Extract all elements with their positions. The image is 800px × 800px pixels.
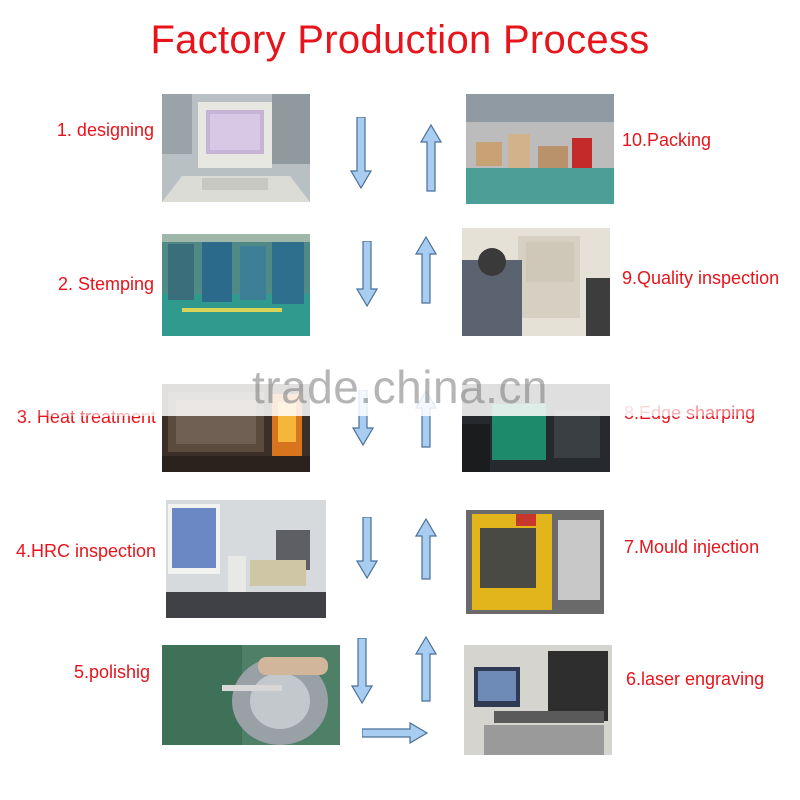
up-arrow-1 xyxy=(415,636,437,702)
page-title: Factory Production Process xyxy=(150,18,650,62)
mould-injection-photo xyxy=(466,510,604,614)
hrc-inspection-photo xyxy=(166,500,326,618)
down-arrow-5 xyxy=(351,638,373,704)
step-label-quality-inspection: 9.Quality inspection xyxy=(622,268,780,288)
step-label-mould-injection: 7.Mould injection xyxy=(624,537,760,557)
step-label-stemping: 2. Stemping xyxy=(57,274,154,294)
laser-engraving-photo xyxy=(464,645,612,755)
up-arrow-4 xyxy=(415,236,437,304)
down-arrow-1 xyxy=(350,117,372,189)
right-arrow xyxy=(362,722,428,744)
step-label-designing: 1. designing xyxy=(56,120,154,140)
up-arrow-5 xyxy=(420,124,442,192)
designing-photo xyxy=(162,94,310,202)
step-label-hrc-inspection: 4.HRC inspection xyxy=(15,541,156,561)
step-label-packing: 10.Packing xyxy=(622,130,712,150)
stemping-photo xyxy=(162,234,310,336)
polishing-photo xyxy=(162,645,340,745)
watermark-band xyxy=(0,378,800,416)
step-label-polishing: 5.polishig xyxy=(73,662,150,682)
down-arrow-4 xyxy=(356,517,378,579)
down-arrow-2 xyxy=(356,241,378,307)
up-arrow-2 xyxy=(415,518,437,580)
packing-photo xyxy=(466,94,614,204)
step-label-laser-engraving: 6.laser engraving xyxy=(626,669,765,689)
quality-inspection-photo xyxy=(462,228,610,336)
watermark-text: trade.china.cn xyxy=(252,361,548,413)
